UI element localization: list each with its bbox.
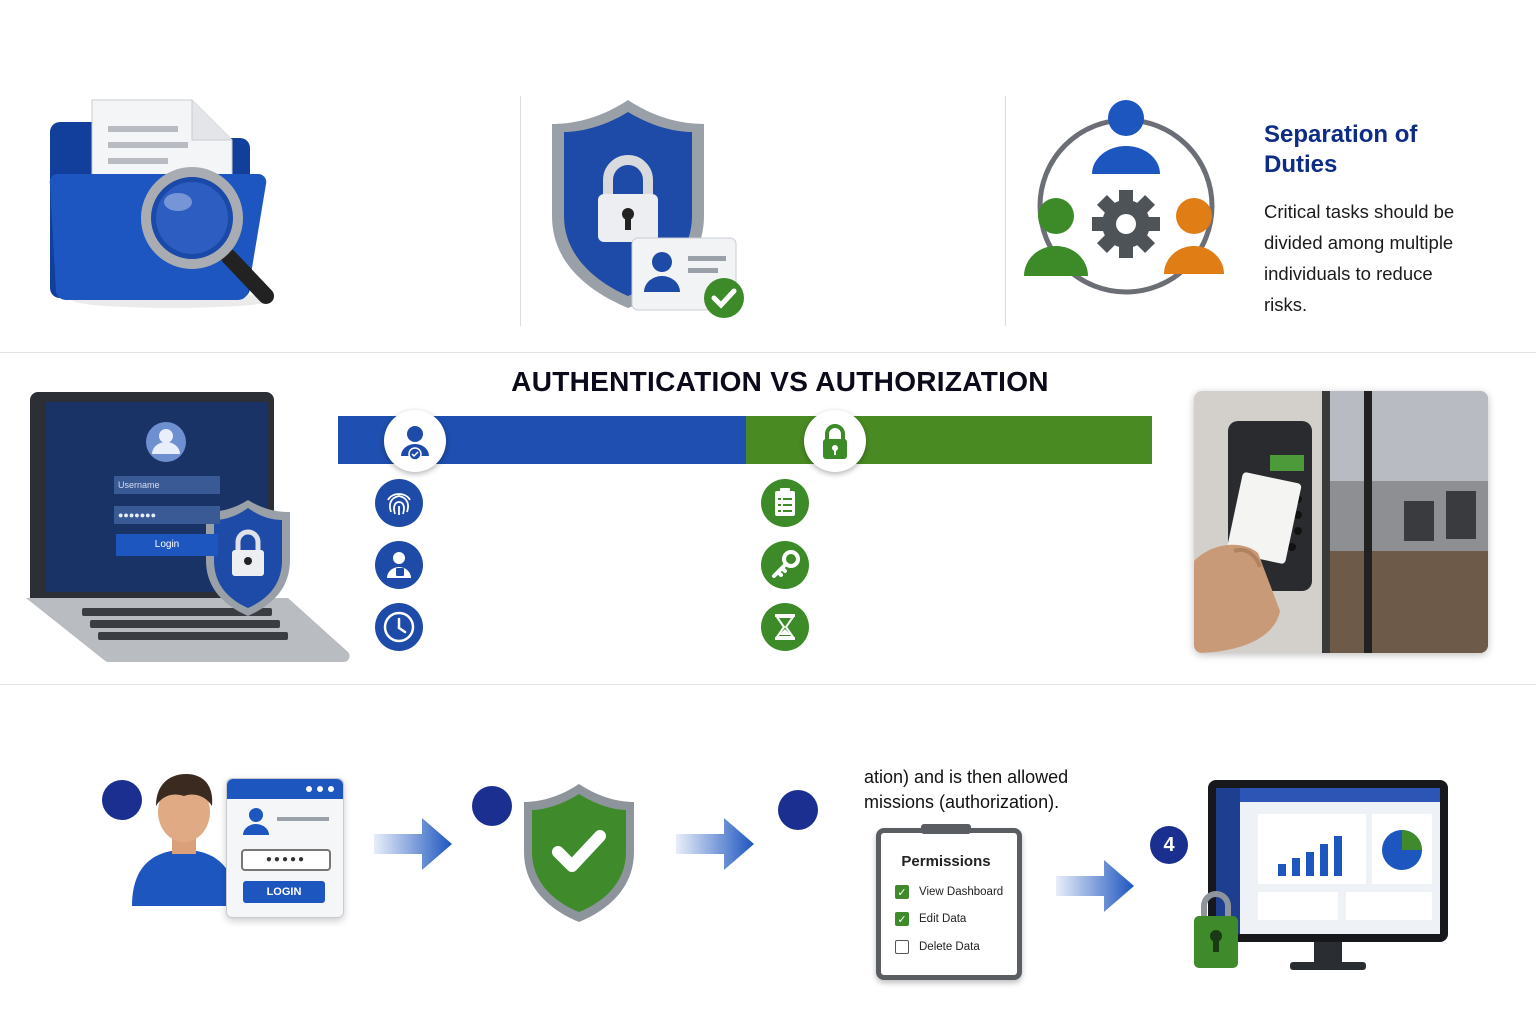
user-icon	[243, 808, 269, 835]
checkbox-unchecked-icon	[895, 940, 909, 954]
checkbox-checked-icon: ✓	[895, 885, 909, 899]
permission-item: ✓ Edit Data	[895, 908, 966, 930]
window-titlebar	[227, 779, 343, 799]
arrow-right-icon	[676, 818, 754, 870]
folder-search-icon	[49, 99, 274, 308]
checkbox-checked-icon: ✓	[895, 912, 909, 926]
laptop-login-illustration: Username ●●●●●●● Login	[12, 384, 360, 678]
password-input: ●●●●●	[241, 849, 331, 871]
step-3-marker	[778, 790, 818, 830]
step-4-marker: 4	[1150, 826, 1188, 864]
permissions-title: Permissions	[901, 853, 991, 870]
dashboard-monitor-icon	[1194, 780, 1448, 970]
section-divider	[0, 352, 1536, 353]
shield-lock-id-icon	[552, 100, 744, 318]
user-check-icon	[391, 417, 439, 465]
card-reader-scene	[1194, 391, 1488, 653]
clipboard-clip	[921, 824, 971, 834]
step-2-marker	[472, 786, 512, 826]
user-avatar-icon	[132, 774, 236, 906]
username-field: Username	[114, 476, 220, 494]
step-1-marker	[102, 780, 142, 820]
separation-of-duties-icon	[1024, 100, 1224, 295]
permission-item: Delete Data	[895, 936, 980, 958]
section-divider	[0, 684, 1536, 685]
card-access-photo	[1194, 391, 1488, 653]
arrow-right-icon	[374, 818, 452, 870]
separation-of-duties-title: Separation of Duties	[1264, 121, 1418, 178]
permission-label: Edit Data	[919, 913, 967, 925]
username-line	[277, 817, 329, 821]
id-badge-icon	[375, 541, 423, 589]
divider	[520, 96, 521, 326]
divider	[1005, 96, 1006, 326]
clipboard-checklist-icon	[761, 479, 809, 527]
permission-label: Delete Data	[919, 941, 980, 953]
clock-icon	[375, 603, 423, 651]
login-button: LOGIN	[243, 881, 325, 903]
separation-of-duties-description: Critical tasks should be divided among m…	[1264, 201, 1455, 315]
hourglass-icon	[761, 603, 809, 651]
permission-label: View Dashboard	[919, 886, 1004, 898]
login-button: Login	[116, 534, 218, 556]
comparison-title: AUTHENTICATION VS AUTHORIZATION	[511, 366, 1049, 397]
fingerprint-icon	[375, 479, 423, 527]
permission-item: ✓ View Dashboard	[895, 881, 1003, 903]
lock-icon	[823, 424, 847, 459]
laptop-icon	[26, 392, 350, 662]
permissions-clipboard: Permissions ✓ View Dashboard ✓ Edit Data…	[876, 824, 1022, 980]
window-dots-icon	[306, 786, 334, 792]
login-window: ●●●●● LOGIN	[226, 778, 344, 918]
flow-caption-line2: missions (authorization).	[864, 792, 1060, 812]
flow-caption-line1: ation) and is then allowed	[864, 767, 1069, 787]
flow-caption: ation) and is then allowed missions (aut…	[864, 765, 1068, 815]
password-field: ●●●●●●●	[114, 506, 220, 524]
authorization-header-icon	[804, 410, 866, 472]
key-icon	[761, 541, 809, 589]
arrow-right-icon	[1056, 860, 1134, 912]
shield-check-icon	[524, 784, 634, 922]
authentication-header-icon	[384, 410, 446, 472]
